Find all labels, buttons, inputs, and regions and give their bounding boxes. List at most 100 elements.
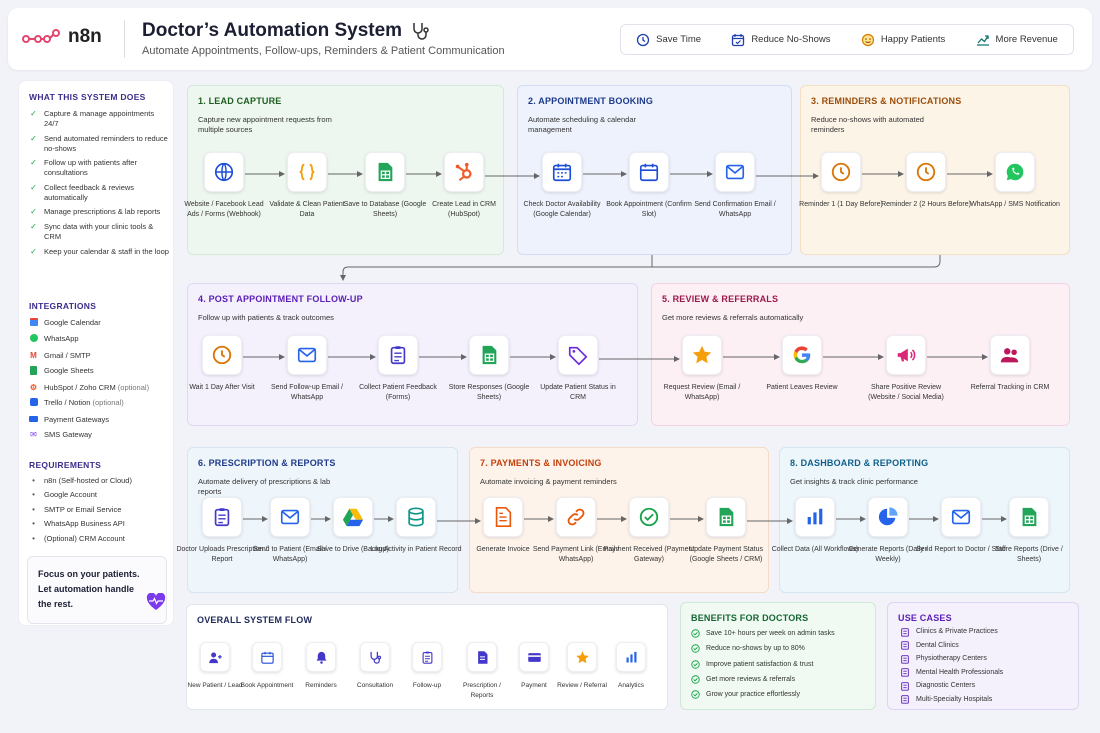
integration-optional: (optional) — [92, 398, 124, 408]
lab-icon — [900, 681, 910, 691]
flow-step[interactable]: Consultation — [346, 642, 404, 691]
bar-chart-icon — [624, 650, 639, 665]
bullet-icon: • — [32, 490, 35, 500]
section-title: 2. APPOINTMENT BOOKING — [528, 96, 654, 106]
flow-step[interactable]: Payment — [505, 642, 563, 691]
brain-icon — [900, 667, 910, 677]
workflow-node[interactable]: Referral Tracking in CRM — [964, 335, 1056, 393]
trello-icon — [29, 398, 38, 409]
node-icon-box — [821, 152, 861, 192]
workflow-node[interactable]: Store Responses (Google Sheets) — [443, 335, 535, 402]
workflow-node[interactable]: Share Positive Review (Website / Social … — [860, 335, 952, 402]
clock-icon — [636, 33, 650, 46]
focus-text: Focus on your patients. Let automation h… — [38, 569, 140, 609]
card-icon — [527, 650, 542, 665]
flow-step[interactable]: New Patient / Lead — [186, 642, 244, 691]
flow-step[interactable]: Prescription / Reports — [453, 642, 511, 700]
workflow-node[interactable]: Update Payment Status (Google Sheets / C… — [680, 497, 772, 564]
workflow-node[interactable]: Create Lead in CRM (HubSpot) — [418, 152, 510, 219]
workflow-node[interactable]: Collect Data (All Workflows) — [769, 497, 861, 555]
node-label: Log Activity in Patient Record — [370, 546, 462, 553]
workflow-node[interactable]: Doctor Uploads Prescription / Report — [176, 497, 268, 564]
calendar-icon — [638, 161, 660, 183]
tooth-icon — [900, 640, 910, 650]
check-circle-icon — [691, 644, 700, 654]
requirement-label: SMTP or Email Service — [44, 504, 122, 514]
node-label: Check Doctor Availability (Google Calend… — [523, 201, 601, 218]
workflow-node[interactable]: Collect Patient Feedback (Forms) — [352, 335, 444, 402]
workflow-node[interactable]: Check Doctor Availability (Google Calend… — [516, 152, 608, 219]
workflow-node[interactable]: Send Confirmation Email / WhatsApp — [689, 152, 781, 219]
workflow-node[interactable]: Payment Received (Payment Gateway) — [603, 497, 695, 564]
workflow-node[interactable]: Reminder 2 (2 Hours Before) — [880, 152, 972, 210]
workflow-node[interactable]: Patient Leaves Review — [756, 335, 848, 393]
bell-icon — [314, 650, 329, 665]
workflow-node[interactable]: Generate Invoice — [457, 497, 549, 555]
node-label: Send Report to Doctor / Staff — [916, 546, 1006, 553]
integration-item: Google Sheets — [29, 365, 169, 378]
workflow-node[interactable]: Book Appointment (Confirm Slot) — [603, 152, 695, 219]
flow-step[interactable]: Book Appointment — [238, 642, 296, 691]
node-icon-box — [202, 335, 242, 375]
workflow-node[interactable]: Send to Patient (Email / WhatsApp) — [244, 497, 336, 564]
node-label: Generate Invoice — [476, 546, 530, 553]
node-label: Save to Database (Google Sheets) — [343, 201, 427, 218]
integration-label: WhatsApp — [44, 334, 79, 345]
workflow-node[interactable]: Save to Drive (Backup) — [307, 497, 399, 555]
node-label: Request Review (Email / WhatsApp) — [663, 384, 741, 401]
workflow-node[interactable]: Update Patient Status in CRM — [532, 335, 624, 402]
node-label: Send Follow-up Email / WhatsApp — [271, 384, 343, 401]
workflow-node[interactable]: Wait 1 Day After Visit — [176, 335, 268, 393]
benefit-label: Save 10+ hours per week on admin tasks — [706, 630, 835, 638]
workflow-node[interactable]: Store Reports (Drive / Sheets) — [983, 497, 1075, 564]
workflow-node[interactable]: Send Follow-up Email / WhatsApp — [261, 335, 353, 402]
flow-step-icon-box — [412, 642, 442, 672]
clipboard-icon — [387, 344, 409, 366]
flow-step[interactable]: Follow-up — [398, 642, 456, 691]
integration-item: WhatsApp — [29, 334, 169, 345]
does-item-label: Manage prescriptions & lab reports — [44, 207, 161, 217]
integration-label: SMS Gateway — [44, 430, 92, 440]
flow-step[interactable]: Reminders — [292, 642, 350, 691]
does-item: ✓Collect feedback & reviews automaticall… — [29, 183, 169, 203]
workflow-node[interactable]: Save to Database (Google Sheets) — [339, 152, 431, 219]
integration-item: Google Calendar — [29, 318, 169, 329]
whatsapp-icon — [1004, 161, 1026, 183]
use-case-label: Physiotherapy Centers — [916, 655, 987, 663]
section-description: Follow up with patients & track outcomes — [198, 313, 334, 322]
section-description: Capture new appointment requests from mu… — [198, 115, 332, 134]
node-icon-box — [715, 152, 755, 192]
benefit-label: Reduce no-shows by up to 80% — [706, 645, 805, 653]
heart-pulse-icon — [146, 593, 166, 610]
node-icon-box — [782, 335, 822, 375]
requirement-item: •Google Account — [29, 490, 169, 500]
flow-step[interactable]: Review / Referral — [553, 642, 611, 691]
page-title: Doctor’s Automation System — [142, 20, 430, 42]
invoice-icon — [492, 506, 514, 528]
workflow-node[interactable]: Website / Facebook Lead Ads / Forms (Web… — [178, 152, 270, 219]
workflow-node[interactable]: WhatsApp / SMS Notification — [969, 152, 1061, 210]
does-item-label: Send automated reminders to reduce no-sh… — [44, 133, 168, 153]
workflow-node[interactable]: Validate & Clean Patient Data — [261, 152, 353, 219]
flow-step-label: Consultation — [356, 682, 394, 689]
node-label: Book Appointment (Confirm Slot) — [606, 201, 692, 218]
flow-step-label: New Patient / Lead — [187, 682, 243, 689]
flow-step[interactable]: Analytics — [602, 642, 660, 691]
integration-name: HubSpot / Zoho CRM — [44, 383, 116, 393]
workflow-node[interactable]: Reminder 1 (1 Day Before) — [795, 152, 887, 210]
flow-step-icon-box — [616, 642, 646, 672]
workflow-node[interactable]: Request Review (Email / WhatsApp) — [656, 335, 748, 402]
flow-step-icon-box — [306, 642, 336, 672]
workflow-node[interactable]: Generate Reports (Daily / Weekly) — [842, 497, 934, 564]
workflow-node[interactable]: Send Report to Doctor / Staff — [915, 497, 1007, 555]
mail-icon — [279, 506, 301, 528]
brand-name: n8n — [68, 26, 102, 47]
does-item-label: Sync data with your clinic tools & CRM — [44, 221, 154, 241]
smiley-icon — [861, 33, 874, 46]
workflow-node[interactable]: Log Activity in Patient Record — [370, 497, 462, 555]
section-title: 1. LEAD CAPTURE — [198, 96, 282, 106]
hospital-icon — [900, 694, 910, 704]
node-icon-box — [365, 152, 405, 192]
workflow-node[interactable]: Send Payment Link (Email / WhatsApp) — [530, 497, 622, 564]
